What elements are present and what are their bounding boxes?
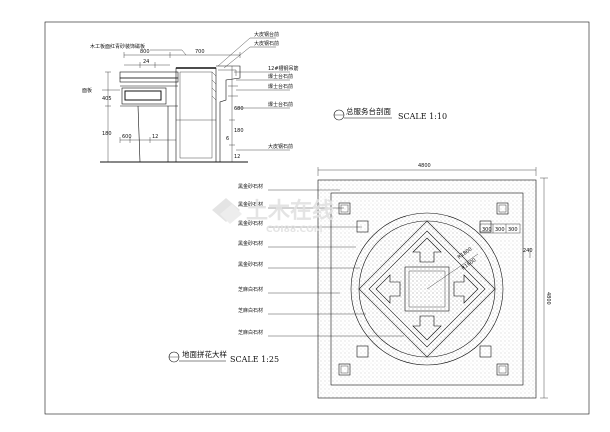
plan-scale: SCALE 1:25 — [230, 355, 279, 364]
dim-top-4800: 4800 — [418, 163, 431, 169]
plan-label-3: 黑金砂石材 — [238, 220, 263, 227]
callout-6: 爆士台石前 — [268, 101, 293, 108]
dim-700: 700 — [195, 49, 205, 55]
watermark-subtext: COI88.COM — [266, 225, 323, 235]
dim-inner-2: 300 — [495, 227, 505, 233]
corner-tiles — [338, 202, 509, 376]
callout-4: 爆士台石前 — [268, 73, 293, 80]
drawing-frame — [44, 21, 590, 415]
service-counter-section: 大皮钢台前 大皮钢石前 12#槽钢吊筋 爆士台石前 爆士台石前 爆士台石前 大皮… — [82, 31, 299, 163]
section-title-block: 总服务台剖面 SCALE 1:10 — [333, 106, 447, 121]
dim-680: 680 — [234, 106, 244, 112]
dim-24: 24 — [143, 59, 149, 65]
dim-6: 6 — [226, 136, 229, 142]
dim-12: 12 — [152, 134, 158, 140]
plan-title: 地面拼花大样 — [182, 349, 227, 359]
plan-label-2: 黑金砂石材 — [238, 201, 263, 208]
dim-inner-1: 300 — [482, 227, 492, 233]
plan-label-5: 黑金砂石材 — [238, 261, 263, 268]
watermark-text: 土木在线 — [246, 198, 334, 224]
star-arms — [375, 237, 479, 341]
dim-600: 600 — [122, 134, 132, 140]
section-title: 总服务台剖面 — [346, 106, 391, 116]
floor-pattern-plan: 4800 4800 240 — [238, 163, 551, 399]
callout-3: 12#槽钢吊筋 — [268, 65, 299, 72]
dim-800: 800 — [140, 49, 150, 55]
plan-label-1: 黑金砂石材 — [238, 183, 263, 190]
plan-label-6: 芝麻白石材 — [238, 286, 263, 293]
dim-inner-3: 300 — [508, 227, 518, 233]
plan-label-8: 芝麻白石材 — [238, 329, 263, 336]
top-note: 木工板面红青砂装饰磁板 — [90, 43, 145, 50]
callout-1: 大皮钢台前 — [254, 31, 279, 38]
callout-2: 大皮钢石前 — [254, 40, 279, 47]
dim-180: 180 — [102, 131, 112, 137]
dim-405: 405 — [102, 96, 112, 102]
plan-title-block: 地面拼花大样 SCALE 1:25 — [168, 349, 279, 364]
section-scale: SCALE 1:10 — [398, 112, 447, 121]
center-square — [404, 266, 450, 312]
dim-right-4800: 4800 — [545, 292, 551, 305]
plan-label-7: 芝麻白石材 — [238, 307, 263, 314]
dim-180-right: 180 — [234, 128, 244, 134]
watermark: 土木在线 COI88.COM — [212, 198, 334, 235]
callout-5: 爆士台石前 — [268, 83, 293, 90]
left-label: 面板 — [82, 87, 92, 94]
callout-7: 大皮钢石前 — [268, 143, 293, 150]
dim-12-right: 12 — [234, 154, 240, 160]
plan-label-4: 黑金砂石材 — [238, 240, 263, 247]
